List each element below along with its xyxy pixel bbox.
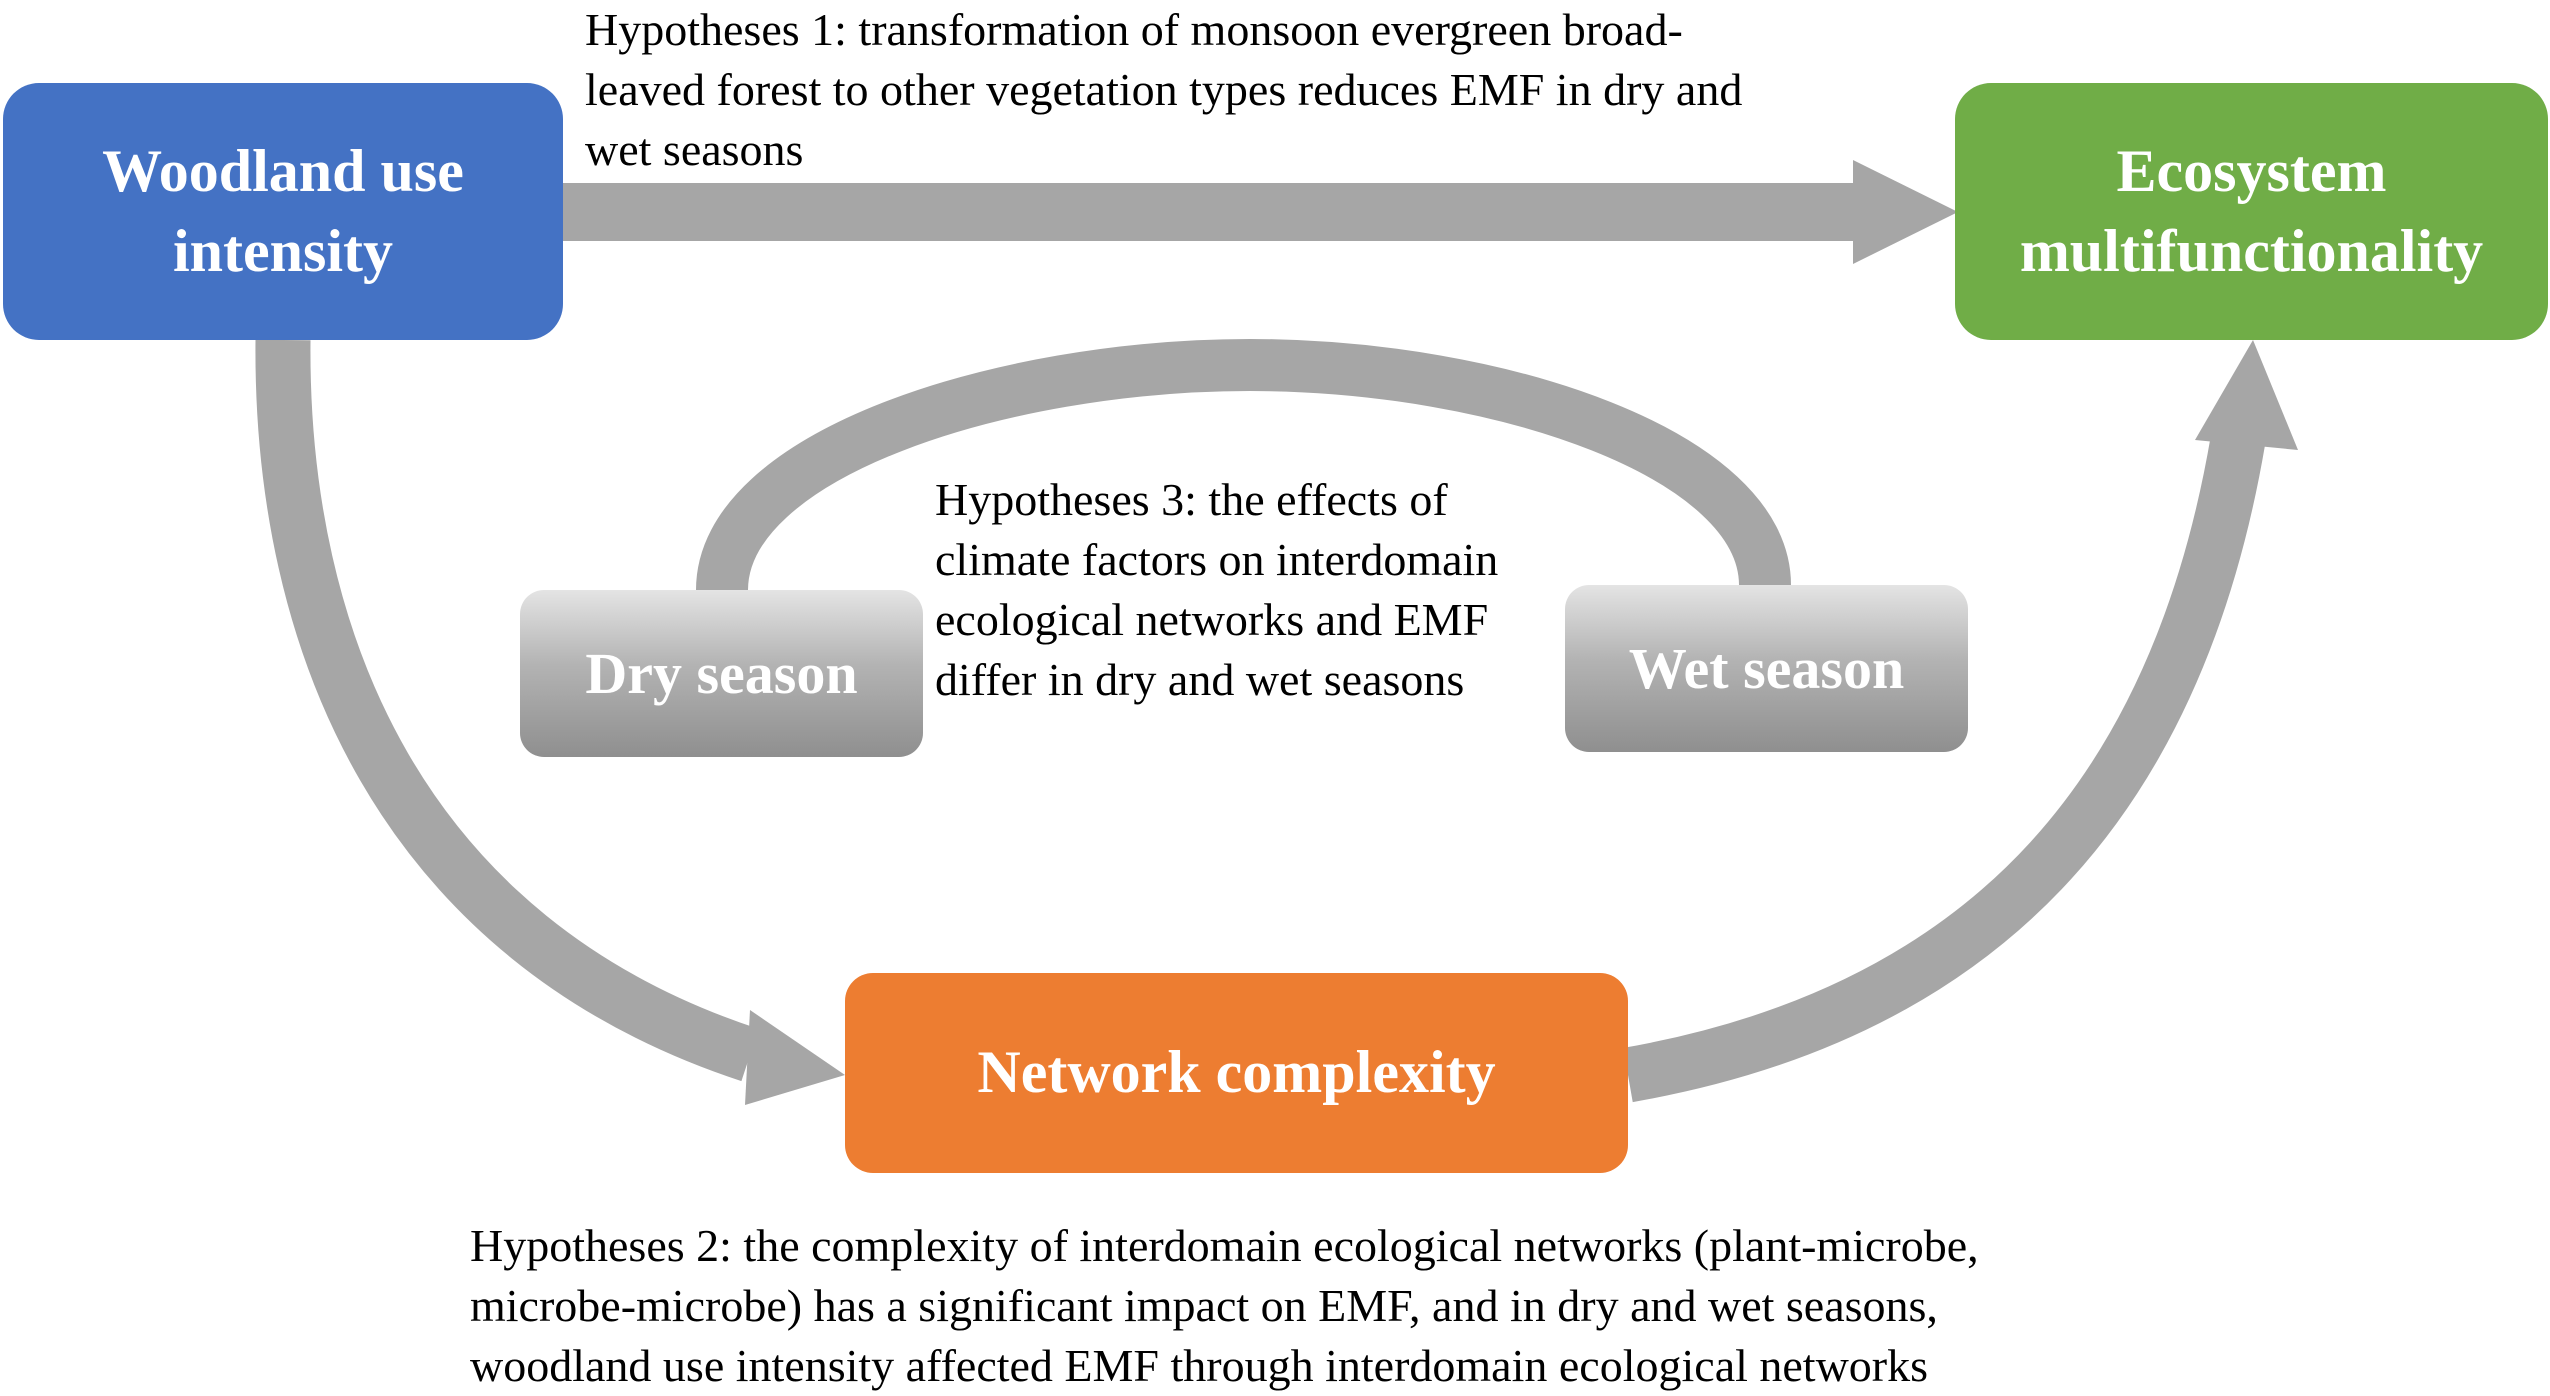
dry-season-box: Dry season	[520, 590, 923, 757]
hypothesis-2-text: Hypotheses 2: the complexity of interdom…	[470, 1216, 1979, 1396]
hypothesis-3-line1: Hypotheses 3: the effects of	[935, 474, 1448, 525]
hypothesis-3-line3: ecological networks and EMF	[935, 594, 1489, 645]
hypothesis-1-line3: wet seasons	[585, 124, 804, 175]
hypothesis-3-line2: climate factors on interdomain	[935, 534, 1499, 585]
network-complexity-box: Network complexity	[845, 973, 1628, 1173]
arrow-woodland-to-network	[255, 339, 845, 1105]
ecosystem-multifunctionality-box: Ecosystem multifunctionality	[1955, 83, 2548, 340]
network-complexity-label: Network complexity	[977, 1039, 1496, 1106]
wet-season-box: Wet season	[1565, 585, 1968, 752]
arrow-network-to-ecosystem	[1623, 340, 2298, 1103]
woodland-label-line2: intensity	[172, 217, 393, 284]
hypothesis-1-line2: leaved forest to other vegetation types …	[585, 64, 1743, 115]
wet-season-label: Wet season	[1628, 635, 1905, 701]
ecosystem-label-line2: multifunctionality	[2019, 217, 2484, 284]
dry-season-label: Dry season	[585, 640, 858, 706]
hypothesis-1-text: Hypotheses 1: transformation of monsoon …	[585, 0, 1742, 180]
hypothesis-3-text: Hypotheses 3: the effects of climate fac…	[935, 470, 1498, 710]
hypothesis-2-line2: microbe-microbe) has a significant impac…	[470, 1280, 1938, 1331]
woodland-label-line1: Woodland use	[102, 137, 464, 204]
hypothesis-1-line1: Hypotheses 1: transformation of monsoon …	[585, 4, 1683, 55]
hypothesis-2-line1: Hypotheses 2: the complexity of interdom…	[470, 1220, 1979, 1271]
woodland-use-intensity-box: Woodland use intensity	[3, 83, 563, 340]
arrow-woodland-to-ecosystem	[563, 160, 1958, 264]
hypothesis-2-line3: woodland use intensity affected EMF thro…	[470, 1340, 1929, 1391]
ecosystem-label-line1: Ecosystem	[2116, 137, 2387, 204]
hypothesis-3-line4: differ in dry and wet seasons	[935, 654, 1465, 705]
season-connector-arc	[696, 338, 1791, 592]
